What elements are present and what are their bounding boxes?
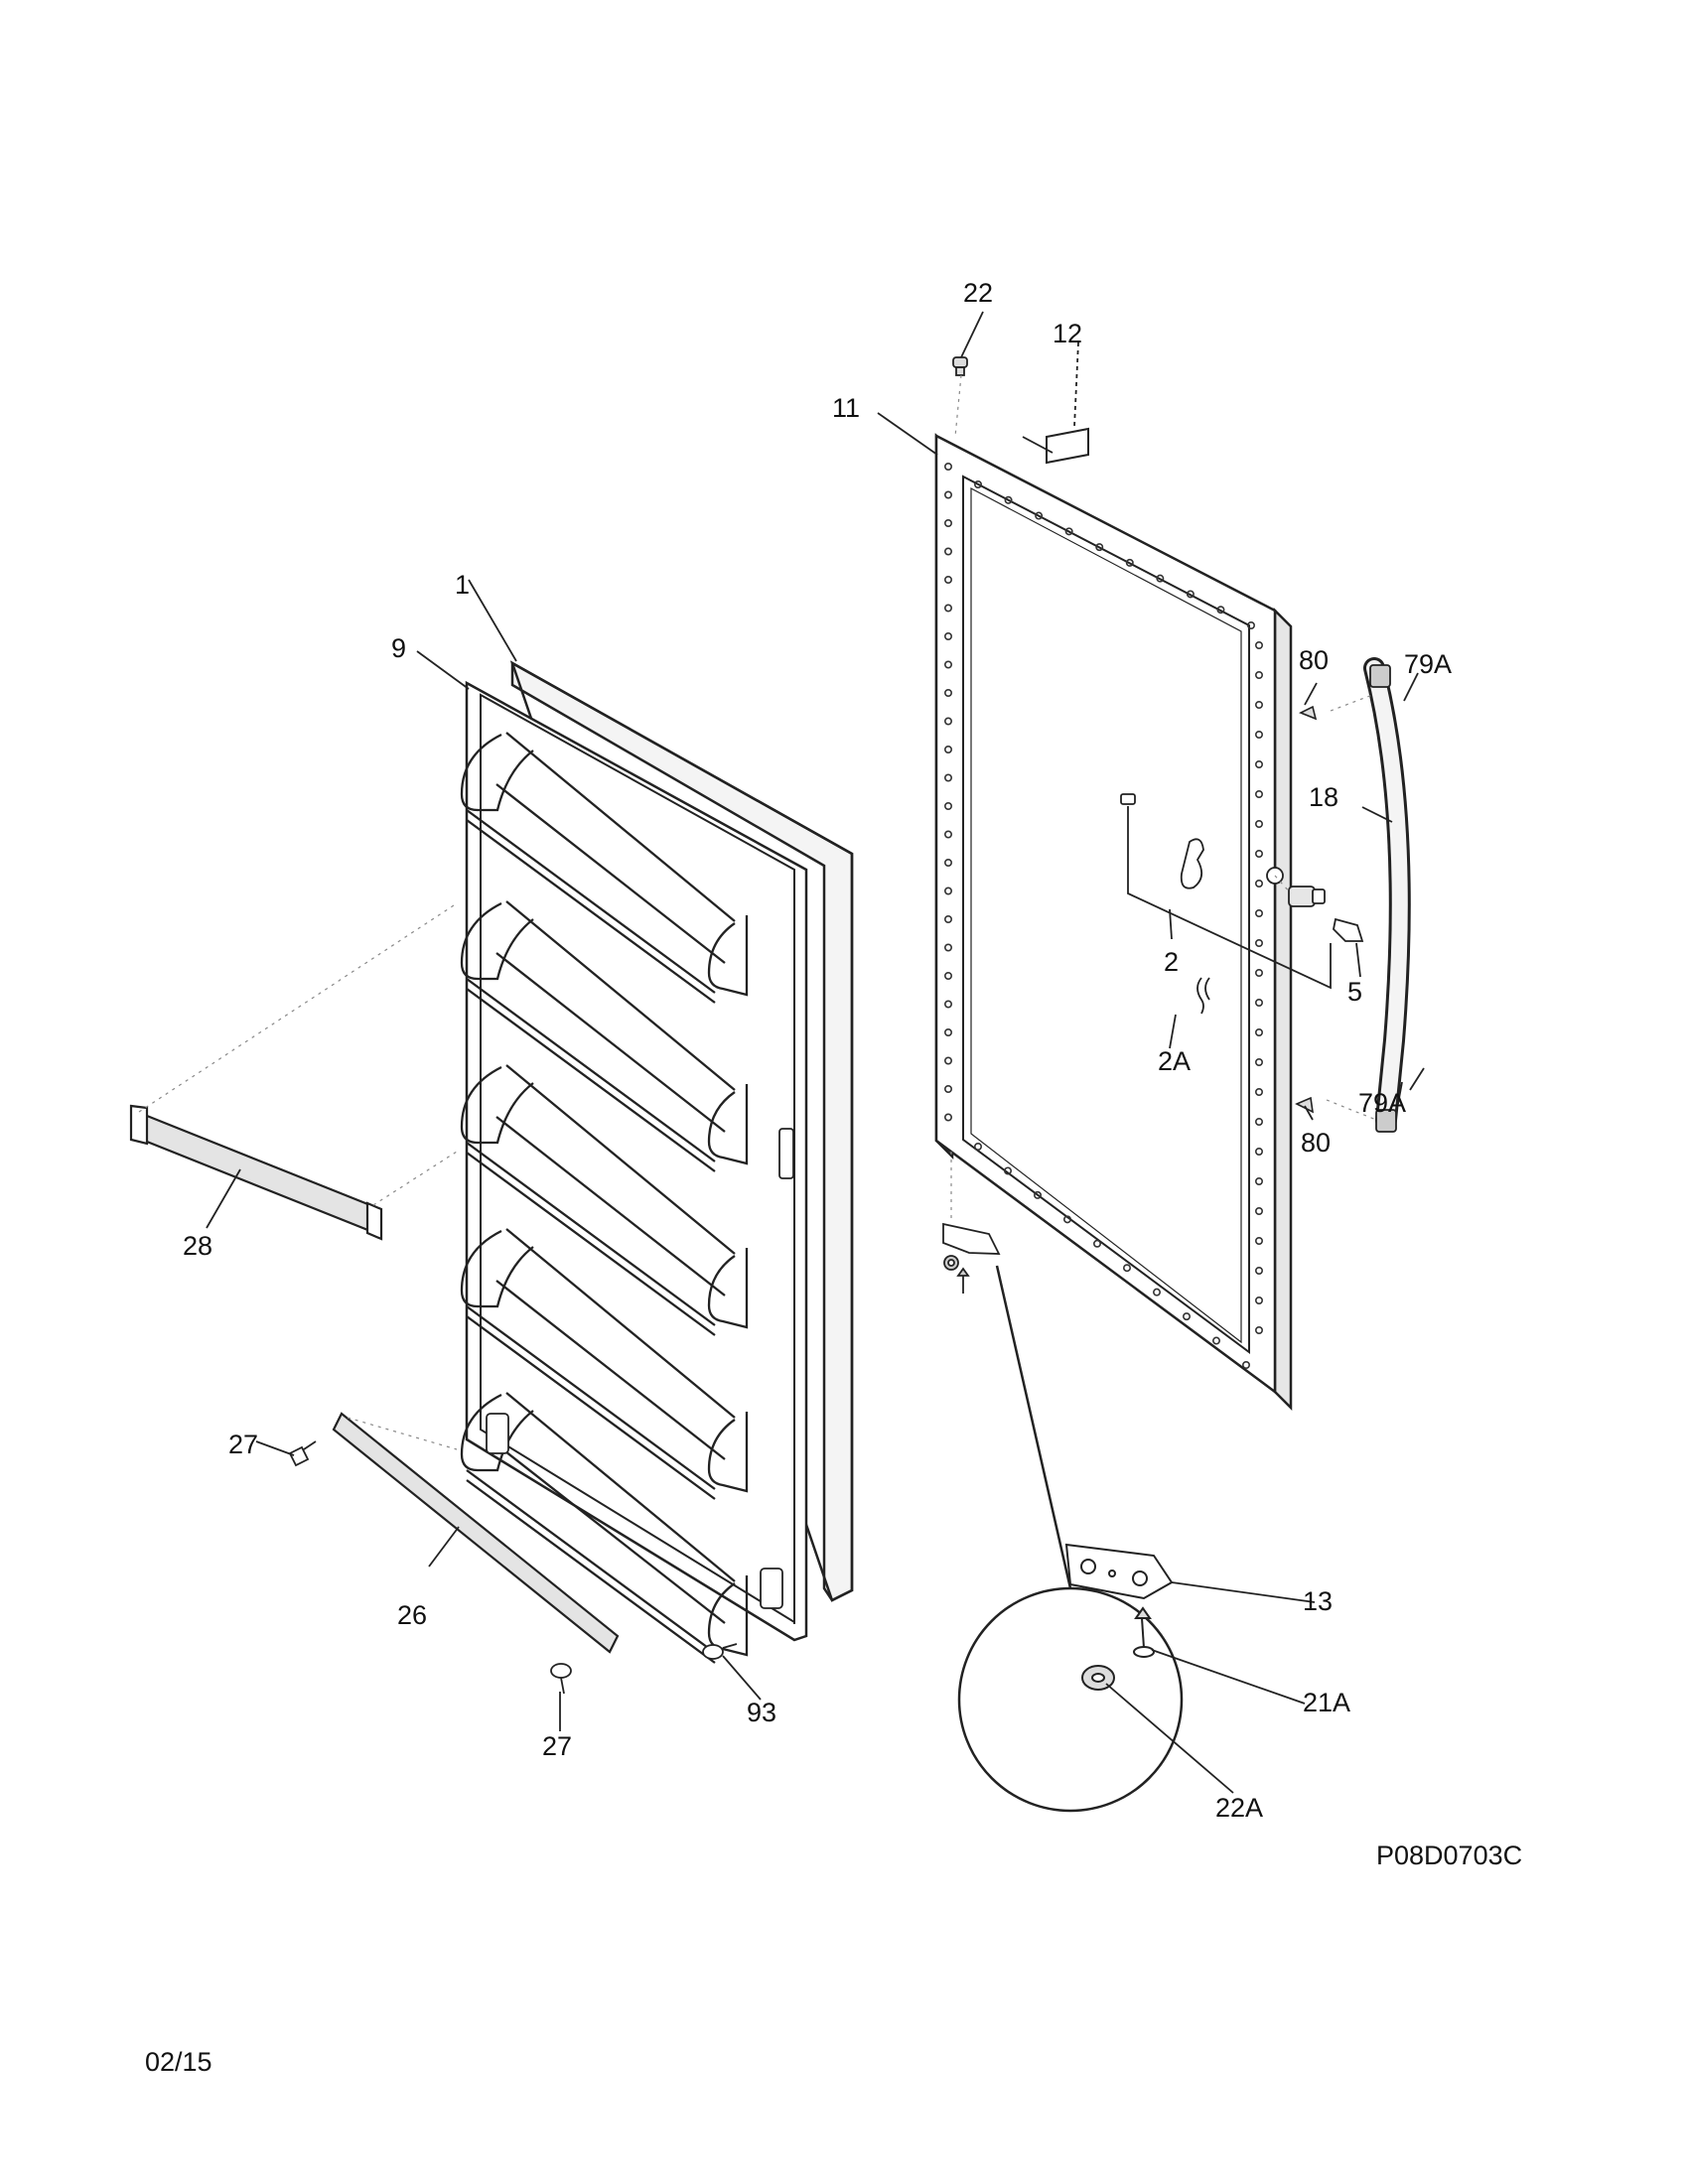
callout-9: 9	[391, 633, 407, 663]
callout-93: 93	[747, 1698, 777, 1727]
callout-80-bottom: 80	[1301, 1128, 1332, 1158]
callout-12: 12	[1053, 319, 1083, 348]
push-pins	[288, 1440, 738, 1695]
callout-28: 28	[183, 1231, 213, 1261]
callout-79a-bottom: 79A	[1358, 1088, 1407, 1118]
callout-27-bottom: 27	[542, 1731, 573, 1761]
leader-lines	[206, 311, 1425, 1794]
panel-screw-holes	[943, 462, 1264, 1370]
bottom-trim-strip	[332, 1412, 620, 1654]
detail-magnifier	[957, 1586, 1184, 1813]
callout-79a-top: 79A	[1404, 649, 1453, 679]
callout-18: 18	[1309, 782, 1339, 812]
handle-mount-parts	[1120, 793, 1364, 1015]
callout-13: 13	[1303, 1586, 1334, 1616]
handle-screws	[1295, 705, 1318, 1114]
callout-22a: 22A	[1215, 1793, 1264, 1823]
callout-2: 2	[1164, 947, 1180, 977]
top-screw	[952, 356, 968, 376]
bottom-hinge-parts	[942, 1222, 1001, 1294]
detail-parts	[1064, 1543, 1174, 1691]
drawing-number: P08D0703C	[1376, 1841, 1523, 1870]
callout-1: 1	[455, 570, 471, 600]
callout-26: 26	[397, 1600, 428, 1630]
liner-details	[486, 1128, 794, 1609]
date-code: 02/15	[145, 2047, 212, 2077]
door-liner	[465, 660, 854, 1642]
callout-2a: 2A	[1158, 1046, 1192, 1076]
callout-22-top: 22	[963, 278, 994, 308]
detail-leader	[995, 1265, 1072, 1589]
projection-lines	[138, 374, 1377, 1450]
callout-5: 5	[1347, 977, 1363, 1007]
label-plate	[1046, 427, 1089, 465]
callout-21a: 21A	[1303, 1688, 1351, 1717]
callout-80-top: 80	[1299, 645, 1330, 675]
callout-27-left: 27	[228, 1430, 259, 1459]
outer-door-panel	[934, 432, 1293, 1412]
callout-11: 11	[832, 393, 861, 423]
shelf-bar	[129, 1104, 383, 1241]
door-shelves	[460, 732, 749, 1664]
